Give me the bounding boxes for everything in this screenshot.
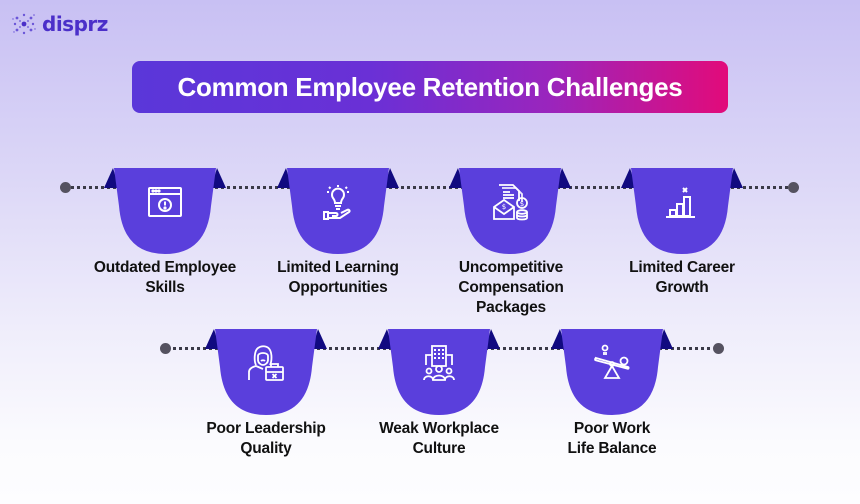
- seesaw-icon: [594, 344, 630, 379]
- track-endpoint-dot: [160, 343, 171, 354]
- challenge-label: Weak Workplace Culture: [379, 420, 499, 457]
- track-endpoint-dot: [788, 182, 799, 193]
- brand-name: disprz: [42, 12, 108, 36]
- challenge-label: Limited Learning Opportunities: [277, 259, 399, 296]
- browser-alert-icon: [148, 187, 182, 217]
- leader-briefcase-icon: [248, 345, 284, 381]
- timeline-track-row-1: [66, 186, 794, 189]
- challenge-badge: $ $: [449, 168, 571, 256]
- svg-text:$: $: [520, 200, 524, 208]
- challenge-label: Poor Leadership Quality: [206, 420, 326, 457]
- challenge-badge: [551, 329, 673, 417]
- challenge-badge: [277, 168, 399, 256]
- document-money-icon: $ $: [493, 184, 528, 221]
- lightbulb-hand-icon: [323, 185, 351, 220]
- track-endpoint-dot: [713, 343, 724, 354]
- challenge-label: Limited Career Growth: [629, 259, 735, 296]
- track-endpoint-dot: [60, 182, 71, 193]
- challenge-badge: [104, 168, 226, 256]
- challenge-label: Poor Work Life Balance: [567, 420, 657, 457]
- svg-text:$: $: [502, 203, 506, 211]
- challenge-badge: [621, 168, 743, 256]
- challenge-badge: [205, 329, 327, 417]
- bar-chart-cross-icon: [666, 187, 695, 218]
- challenge-badge: [378, 329, 500, 417]
- logo-network-icon: [12, 13, 36, 35]
- challenge-label: Uncompetitive Compensation Packages: [458, 259, 564, 316]
- page-title: Common Employee Retention Challenges: [132, 61, 728, 113]
- building-people-icon: [423, 345, 455, 381]
- challenge-label: Outdated Employee Skills: [93, 259, 237, 296]
- brand-logo: disprz: [10, 10, 108, 38]
